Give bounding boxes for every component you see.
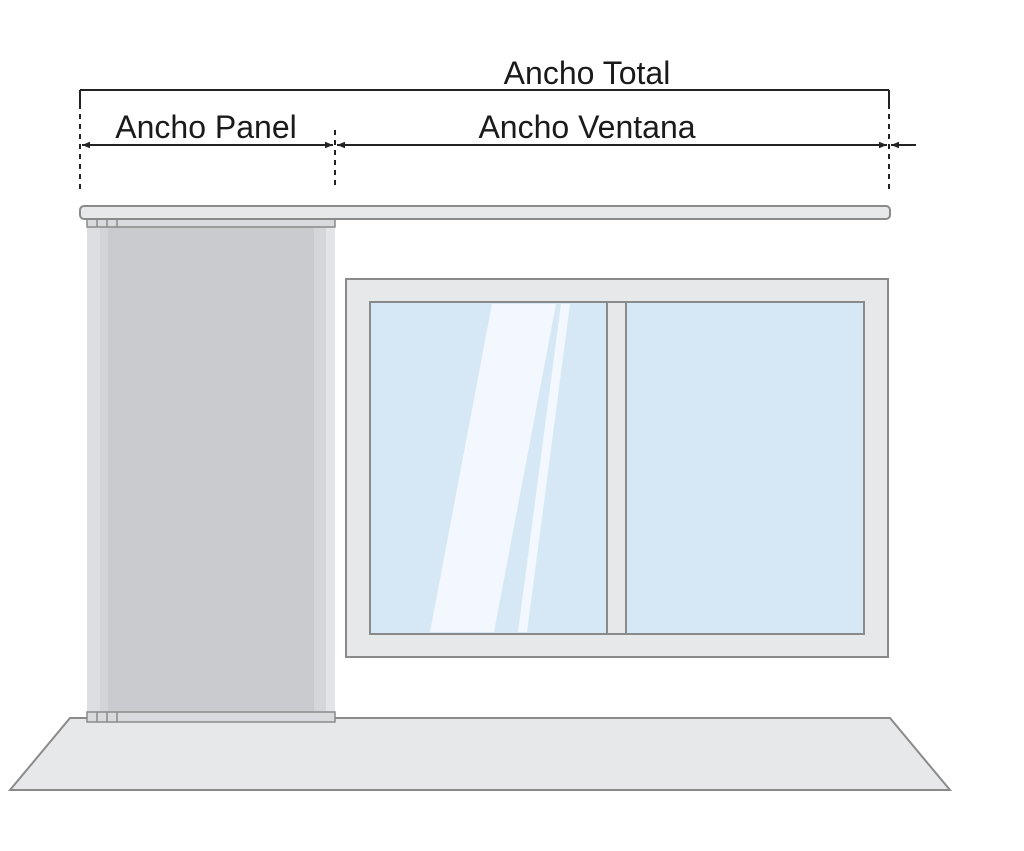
panel-bottom-bar: [86, 711, 336, 723]
curtain-panel: [86, 218, 336, 723]
panel-width-label: Ancho Panel: [115, 109, 296, 145]
total-width-label: Ancho Total: [504, 55, 671, 91]
window: [345, 278, 889, 658]
glass-reflection-thin: [518, 304, 570, 632]
glass-reflection: [430, 304, 556, 632]
floor: [7, 717, 953, 791]
window-pane-right: [625, 301, 865, 635]
ceiling-rail: [79, 205, 891, 220]
window-width-label: Ancho Ventana: [478, 109, 695, 145]
panel-top-bar: [86, 218, 336, 228]
window-mullion: [606, 301, 627, 635]
dimension-lines: [79, 89, 916, 190]
